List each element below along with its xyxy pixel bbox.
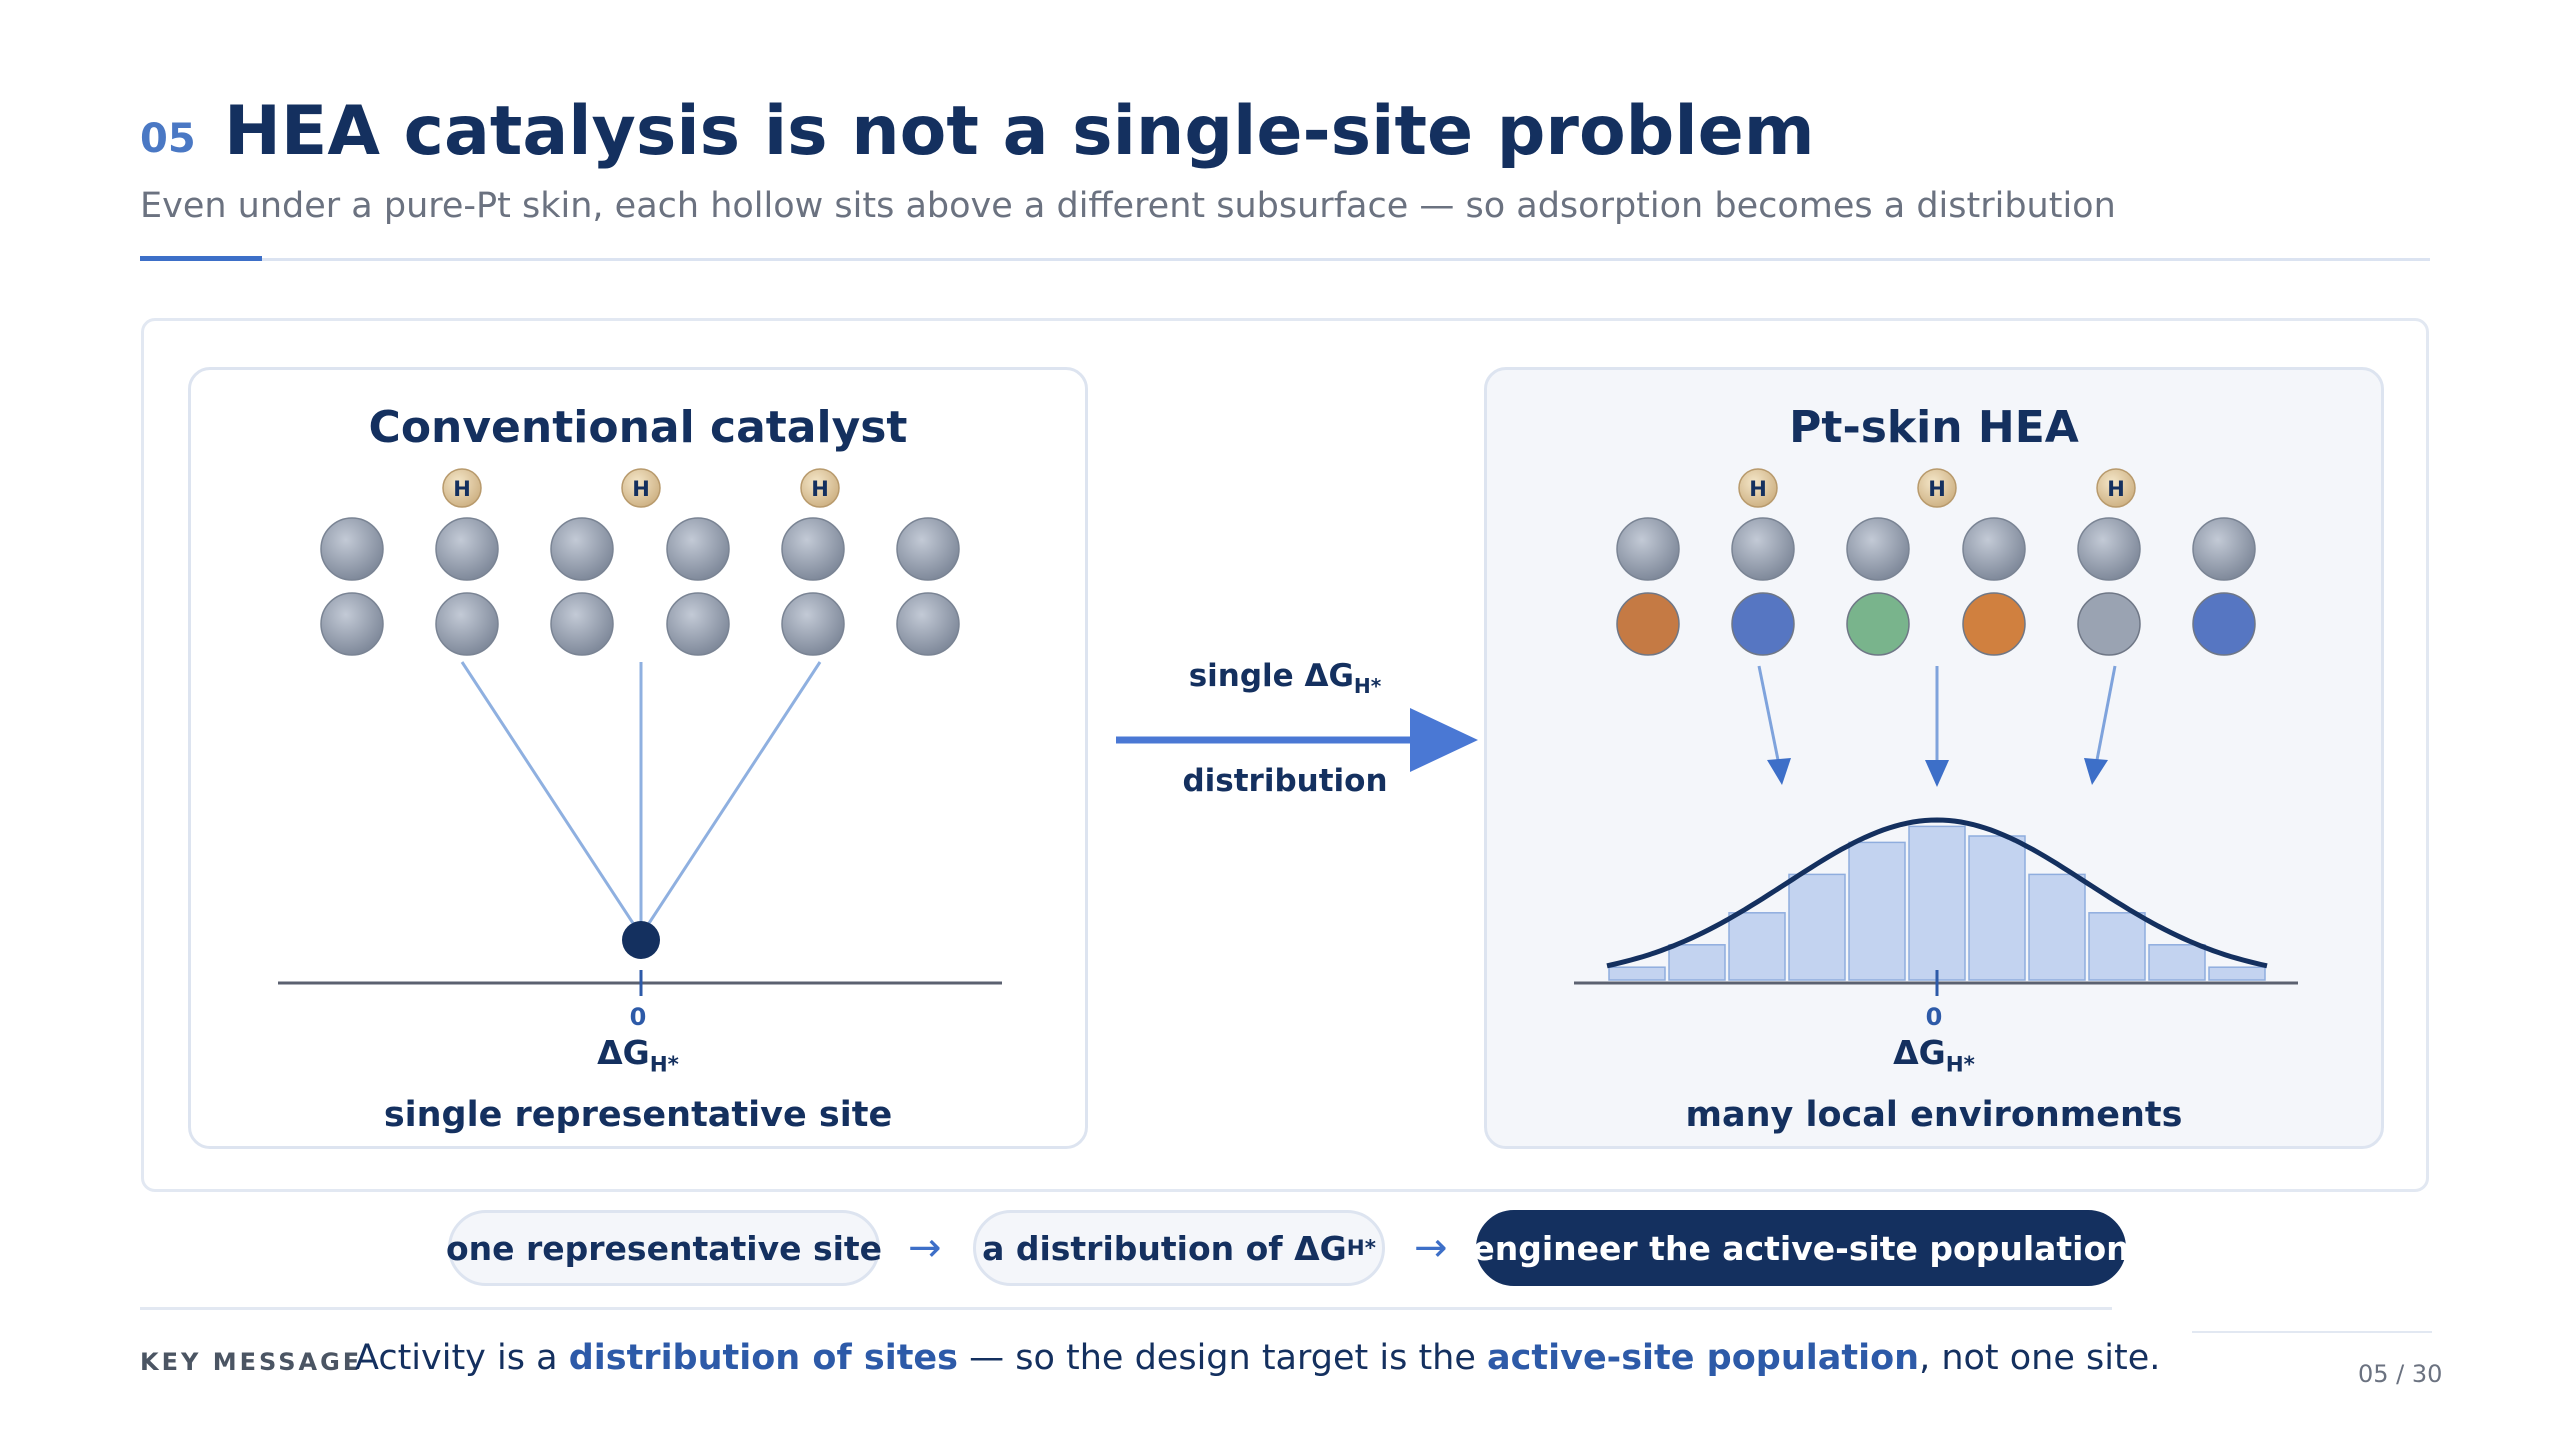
slide-number: 05 bbox=[140, 116, 196, 162]
site-arrow-head bbox=[1925, 760, 1949, 787]
subsurface-atom bbox=[2192, 592, 2256, 656]
svg-text:H: H bbox=[811, 477, 829, 501]
histogram-bar bbox=[1788, 873, 1846, 981]
histogram-bar bbox=[2208, 966, 2266, 981]
subsurface-atoms bbox=[320, 592, 960, 656]
page-number: 05 / 30 bbox=[2358, 1360, 2443, 1388]
hea-diagram: H H H bbox=[1574, 468, 2298, 996]
subsurface-atoms bbox=[1616, 592, 2256, 656]
page-subtitle: Even under a pure-Pt skin, each hollow s… bbox=[140, 186, 2116, 226]
site-line bbox=[460, 661, 646, 941]
zero-label: 0 bbox=[629, 1003, 647, 1031]
axis-label: ΔGH* bbox=[1893, 1033, 1975, 1078]
middle-label-bottom: distribution bbox=[1182, 763, 1388, 799]
subsurface-atom bbox=[1846, 592, 1910, 656]
hea-title: Pt-skin HEA bbox=[1789, 402, 2079, 453]
header-rule-accent bbox=[140, 256, 262, 261]
histogram-bar bbox=[2148, 944, 2206, 981]
svg-text:H: H bbox=[632, 477, 650, 501]
hydrogen-atom: H bbox=[1738, 468, 1778, 508]
conventional-title: Conventional catalyst bbox=[368, 402, 908, 453]
hea-caption: many local environments bbox=[1685, 1095, 2183, 1135]
hydrogen-atom: H bbox=[1917, 468, 1957, 508]
conventional-panel: Conventional catalyst bbox=[188, 367, 1088, 1149]
site-arrow-head bbox=[1767, 758, 1791, 785]
key-rule-right bbox=[2192, 1331, 2432, 1333]
histogram-bar bbox=[2028, 873, 2086, 981]
transition-arrow bbox=[1116, 708, 1478, 772]
distribution-curve bbox=[1606, 817, 2268, 969]
histogram-bar bbox=[1908, 825, 1966, 981]
svg-text:H: H bbox=[453, 477, 471, 501]
conventional-diagram: H H H bbox=[278, 468, 1002, 996]
key-message-label: KEY MESSAGE bbox=[140, 1348, 363, 1376]
subsurface-atom bbox=[2077, 592, 2141, 656]
surface-atoms bbox=[1616, 517, 2256, 581]
site-line bbox=[636, 661, 822, 941]
histogram-bar bbox=[1608, 966, 1666, 981]
hea-panel: Pt-skin HEA bbox=[1484, 367, 2384, 1149]
flow-step-three: engineer the active-site population bbox=[1472, 1210, 2130, 1286]
subsurface-atom bbox=[1616, 592, 1680, 656]
histogram bbox=[1608, 825, 2266, 981]
hydrogen-atom: H bbox=[800, 468, 840, 508]
surface-atoms bbox=[320, 517, 960, 581]
header-rule bbox=[140, 258, 2430, 261]
zero-label: 0 bbox=[1925, 1003, 1943, 1031]
axis-label: ΔGH* bbox=[597, 1033, 679, 1078]
flow-step-one: one representative site bbox=[446, 1210, 882, 1286]
page-title: HEA catalysis is not a single-site probl… bbox=[224, 92, 1815, 171]
subsurface-atom bbox=[1962, 592, 2026, 656]
histogram-bar bbox=[1848, 841, 1906, 981]
key-rule bbox=[140, 1307, 2112, 1310]
site-arrow-head bbox=[2084, 758, 2108, 785]
middle-label-top: single ΔGH* bbox=[1188, 658, 1382, 699]
histogram-bar bbox=[1728, 912, 1786, 981]
histogram-bar bbox=[1968, 835, 2026, 981]
site-arrow bbox=[2095, 665, 2117, 761]
key-message-text: Activity is a distribution of sites — so… bbox=[355, 1338, 2161, 1378]
histogram-bar bbox=[1668, 944, 1726, 981]
flow-arrow-icon: → bbox=[908, 1225, 942, 1271]
histogram-bar bbox=[2088, 912, 2146, 981]
hydrogen-atom: H bbox=[621, 468, 661, 508]
svg-text:H: H bbox=[1749, 477, 1767, 501]
svg-text:H: H bbox=[2107, 477, 2125, 501]
single-site-marker bbox=[622, 921, 660, 959]
svg-text:H: H bbox=[1928, 477, 1946, 501]
hydrogen-atom: H bbox=[442, 468, 482, 508]
subsurface-atom bbox=[1731, 592, 1795, 656]
hydrogen-atom: H bbox=[2096, 468, 2136, 508]
flow-arrow-icon: → bbox=[1414, 1225, 1448, 1271]
site-arrow bbox=[1757, 665, 1780, 761]
conventional-caption: single representative site bbox=[383, 1095, 893, 1135]
